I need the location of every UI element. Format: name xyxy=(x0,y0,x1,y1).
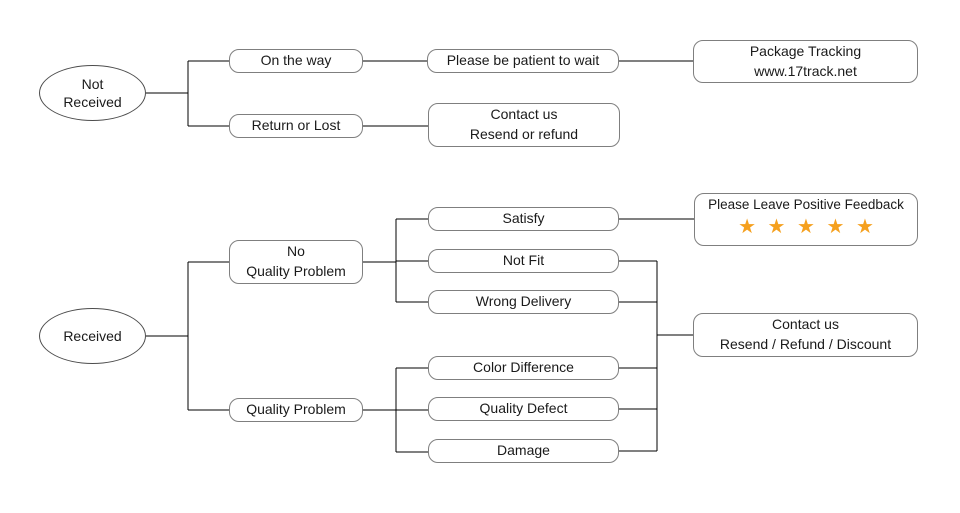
node-please-be-patient: Please be patient to wait xyxy=(427,49,619,73)
node-package-tracking: Package Tracking www.17track.net xyxy=(693,40,918,83)
node-received: Received xyxy=(39,308,146,364)
node-not-received: Not Received xyxy=(39,65,146,121)
node-quality-defect: Quality Defect xyxy=(428,397,619,421)
node-satisfy: Satisfy xyxy=(428,207,619,231)
node-contact-us-resend-refund: Contact us Resend or refund xyxy=(428,103,620,147)
node-color-difference: Color Difference xyxy=(428,356,619,380)
star-rating-icons: ★ ★ ★ ★ ★ xyxy=(738,215,874,238)
feedback-title: Please Leave Positive Feedback xyxy=(708,197,904,212)
node-positive-feedback: Please Leave Positive Feedback ★ ★ ★ ★ ★ xyxy=(694,193,918,246)
node-no-quality-problem: No Quality Problem xyxy=(229,240,363,284)
node-damage: Damage xyxy=(428,439,619,463)
node-wrong-delivery: Wrong Delivery xyxy=(428,290,619,314)
node-contact-us-resend-refund-discount: Contact us Resend / Refund / Discount xyxy=(693,313,918,357)
node-not-fit: Not Fit xyxy=(428,249,619,273)
node-quality-problem: Quality Problem xyxy=(229,398,363,422)
node-on-the-way: On the way xyxy=(229,49,363,73)
node-return-or-lost: Return or Lost xyxy=(229,114,363,138)
